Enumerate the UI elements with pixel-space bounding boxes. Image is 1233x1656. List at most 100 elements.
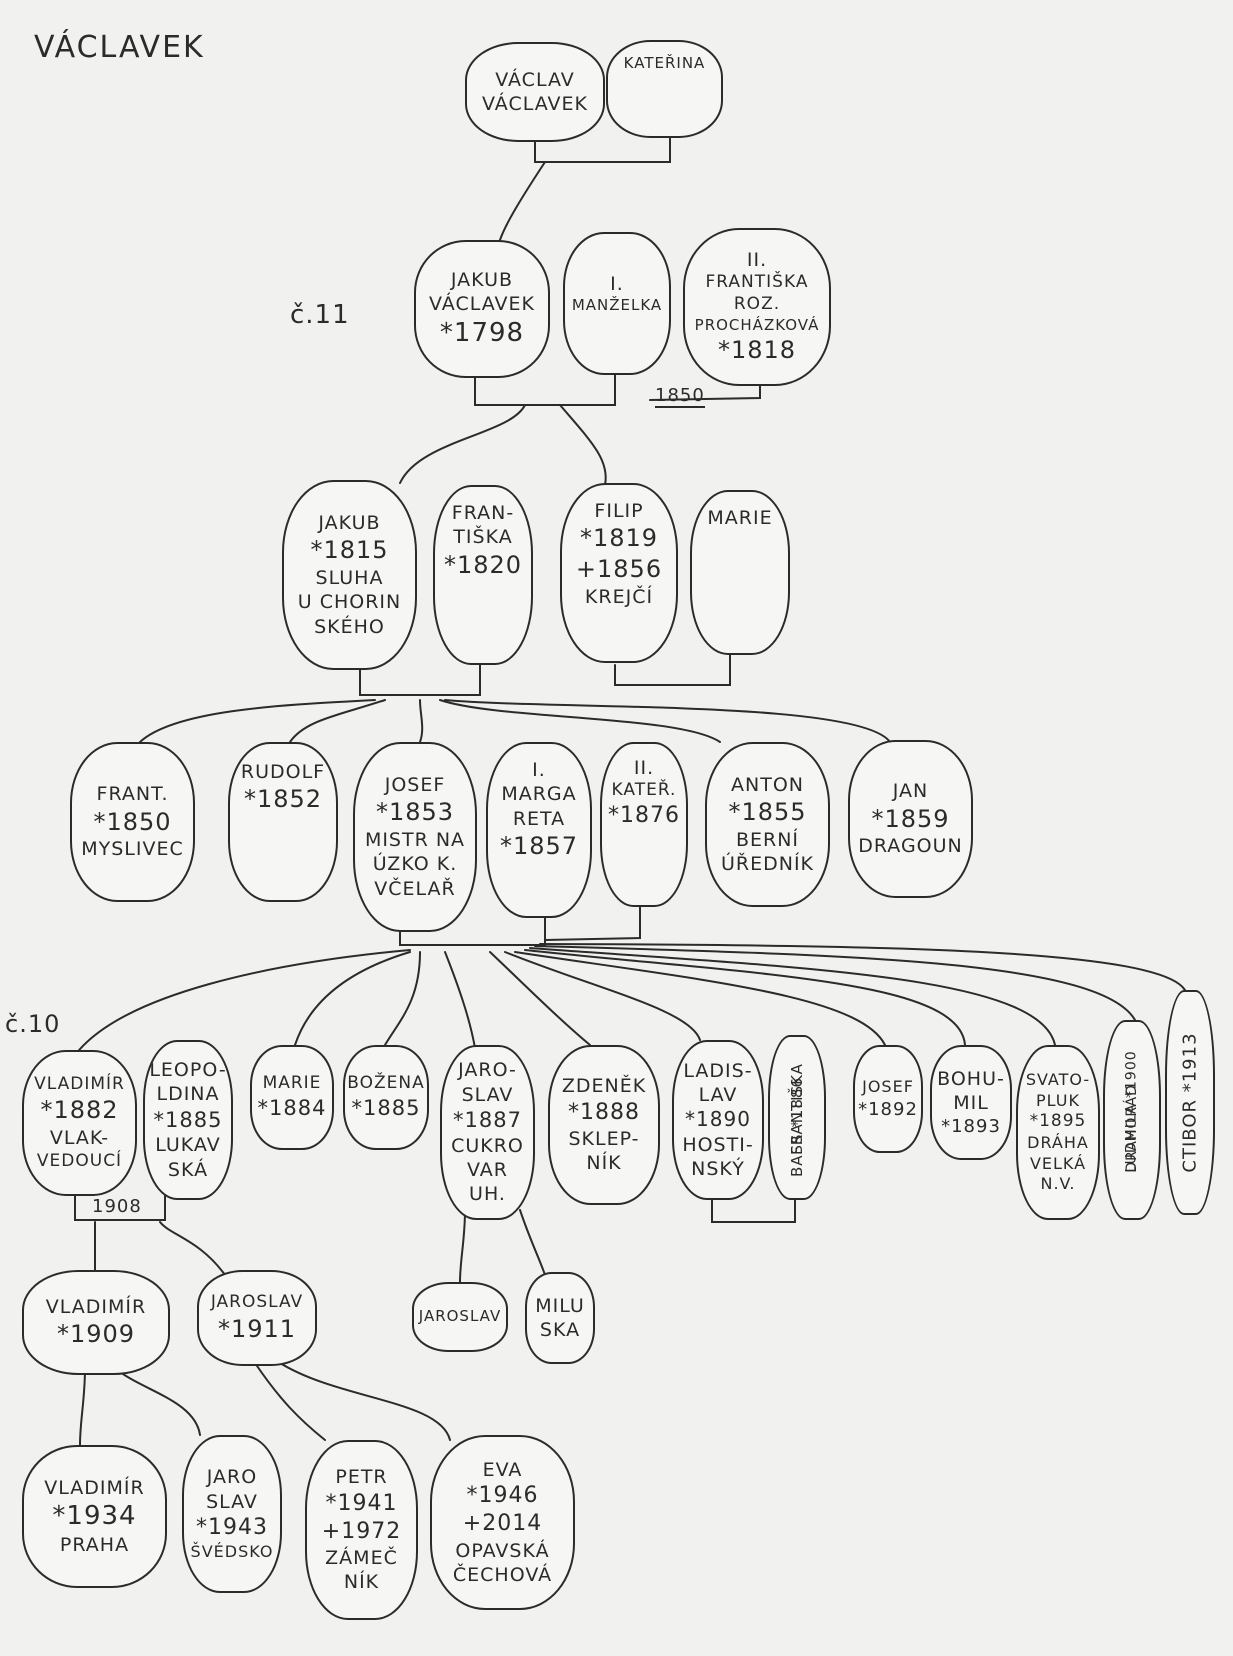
person-node: KATEŘINA bbox=[606, 40, 723, 138]
person-occupation: ÚŘEDNÍK bbox=[720, 853, 815, 876]
person-birth: *1857 bbox=[499, 831, 579, 860]
person-node: MARIE bbox=[690, 490, 790, 655]
person-name: MIL bbox=[953, 1091, 989, 1114]
person-name: KATEŘINA bbox=[623, 54, 706, 72]
person-name: SVATO- bbox=[1025, 1070, 1091, 1090]
person-birth: *1884 bbox=[257, 1095, 327, 1120]
person-node: SVATO- PLUK *1895 DRÁHA VELKÁ N.V. bbox=[1016, 1045, 1100, 1220]
person-occupation: CUKRO bbox=[451, 1134, 524, 1157]
person-name: LADIS- bbox=[683, 1059, 753, 1082]
person-occupation: UH. bbox=[469, 1183, 506, 1206]
person-birth: *1815 bbox=[310, 536, 389, 565]
person-node: LADIS- LAV *1890 HOSTI- NSKÝ bbox=[672, 1040, 764, 1200]
person-name: VÁCLAVEK bbox=[482, 93, 588, 115]
person-name: RUDOLF bbox=[240, 761, 326, 783]
person-occupation: NÍK bbox=[343, 1571, 380, 1594]
marriage-year-label: 1850 bbox=[655, 385, 705, 408]
person-occupation: SLUHA bbox=[315, 567, 384, 590]
person-occupation: VEDOUCÍ bbox=[36, 1150, 123, 1171]
person-node: FRAN- TIŠKA *1820 bbox=[433, 485, 533, 665]
person-name: VÁCLAVEK bbox=[429, 293, 535, 316]
person-name: ROZ. bbox=[733, 294, 781, 315]
person-name: VELKÁ bbox=[1029, 1153, 1087, 1173]
house-number-label: č.11 bbox=[290, 300, 350, 330]
person-birth: *1895 bbox=[1029, 1111, 1087, 1132]
person-name: I. bbox=[610, 273, 624, 295]
person-name: VÁCLAV bbox=[495, 68, 575, 91]
person-name: DRAHORÁD bbox=[1123, 1084, 1140, 1173]
person-death: +1972 bbox=[321, 1518, 402, 1544]
person-name: N.V. bbox=[1040, 1174, 1076, 1194]
person-birth: *1882 bbox=[40, 1096, 119, 1125]
person-node: JAKUB VÁCLAVEK *1798 bbox=[414, 240, 550, 378]
person-name: FRANT. bbox=[96, 783, 169, 806]
person-node: JAROSLAV bbox=[412, 1282, 508, 1352]
family-name-title: VÁCLAVEK bbox=[34, 30, 205, 65]
person-birth: *1911 bbox=[217, 1314, 297, 1343]
person-node: ANTON *1855 BERNÍ ÚŘEDNÍK bbox=[705, 742, 830, 907]
person-birth: *1890 bbox=[685, 1107, 751, 1132]
person-name: FILIP bbox=[594, 500, 644, 522]
person-birth: *1818 bbox=[717, 336, 797, 365]
person-node: I. MARGA RETA *1857 bbox=[486, 742, 592, 918]
person-name: JOSEF bbox=[862, 1077, 914, 1097]
person-occupation: DRAGOUN bbox=[858, 835, 963, 858]
house-number-label: č.10 bbox=[5, 1010, 61, 1038]
person-birth: *1909 bbox=[56, 1320, 136, 1349]
person-name: SKÁ bbox=[167, 1158, 209, 1181]
person-name: DRÁHA bbox=[1027, 1133, 1089, 1153]
person-birth: *1820 bbox=[443, 550, 523, 579]
person-death: +1856 bbox=[575, 555, 663, 584]
person-name: LUKAV bbox=[155, 1134, 221, 1157]
person-occupation: VLAK- bbox=[49, 1127, 110, 1150]
person-name: LEOPO- bbox=[149, 1058, 227, 1081]
person-name: SLAV bbox=[206, 1490, 258, 1513]
person-node: II. KATEŘ. *1876 bbox=[600, 742, 688, 907]
person-node: JOSEF *1853 MISTR NA ÚZKO K. VČELAŘ bbox=[353, 742, 477, 932]
person-name: VLADIMÍR bbox=[45, 1295, 147, 1318]
person-birth: *1892 bbox=[858, 1098, 918, 1120]
person-node: FRANTIŠKA BASS *1886 bbox=[768, 1035, 826, 1200]
person-name: II. bbox=[633, 757, 655, 779]
person-node: BOŽENA *1885 bbox=[343, 1045, 429, 1150]
person-occupation: SKLEP- bbox=[568, 1127, 640, 1150]
person-name: JAKUB bbox=[450, 269, 514, 292]
person-node: VÁCLAV VÁCLAVEK bbox=[465, 42, 605, 142]
person-name: JOSEF bbox=[384, 774, 446, 797]
person-birth: BASS *1886 bbox=[788, 1076, 807, 1177]
person-name: JARO bbox=[206, 1466, 258, 1489]
person-name: RETA bbox=[512, 807, 566, 830]
person-name: FRANTIŠKA bbox=[705, 272, 809, 293]
person-node: PETR *1941 +1972 ZÁMEČ NÍK bbox=[305, 1440, 418, 1620]
person-occupation: SKÉHO bbox=[314, 615, 385, 638]
person-name: MARIE bbox=[707, 507, 773, 529]
person-birth: *1853 bbox=[375, 798, 455, 827]
person-name: PETR bbox=[335, 1466, 388, 1489]
person-name: EVA bbox=[482, 1458, 523, 1481]
person-name: I. bbox=[532, 759, 546, 781]
person-node: VLADIMÍR *1909 bbox=[22, 1270, 170, 1375]
person-node: JARO SLAV *1943 ŠVÉDSKO bbox=[182, 1435, 282, 1593]
person-name: SKA bbox=[539, 1319, 581, 1341]
person-name: JAROSLAV bbox=[210, 1291, 304, 1312]
person-occupation: MYSLIVEC bbox=[81, 838, 184, 861]
person-name: VLADIMÍR bbox=[34, 1073, 125, 1094]
person-name: BOHU- bbox=[937, 1067, 1005, 1090]
person-node: CTIBOR *1913 bbox=[1165, 990, 1215, 1215]
person-node: MARIE *1884 bbox=[250, 1045, 334, 1150]
person-node: LEOPO- LDINA *1885 LUKAV SKÁ bbox=[143, 1040, 233, 1200]
person-death: +2014 bbox=[462, 1511, 543, 1537]
person-occupation: NÍK bbox=[586, 1152, 622, 1175]
person-node: II. FRANTIŠKA ROZ. PROCHÁZKOVÁ *1818 bbox=[683, 228, 831, 386]
person-occupation: NSKÝ bbox=[691, 1158, 745, 1181]
person-node: ZDENĚK *1888 SKLEP- NÍK bbox=[548, 1045, 660, 1205]
person-birth: *1850 bbox=[93, 807, 172, 836]
marriage-year-label: 1908 bbox=[92, 1196, 142, 1217]
person-node: EVA *1946 +2014 OPAVSKÁ ČECHOVÁ bbox=[430, 1435, 575, 1610]
person-birth: *1946 bbox=[466, 1483, 539, 1509]
person-name: ČECHOVÁ bbox=[452, 1563, 553, 1586]
person-name: CTIBOR *1913 bbox=[1179, 1032, 1201, 1173]
person-birth: *1941 bbox=[325, 1490, 398, 1516]
person-birth: *1885 bbox=[351, 1095, 421, 1120]
